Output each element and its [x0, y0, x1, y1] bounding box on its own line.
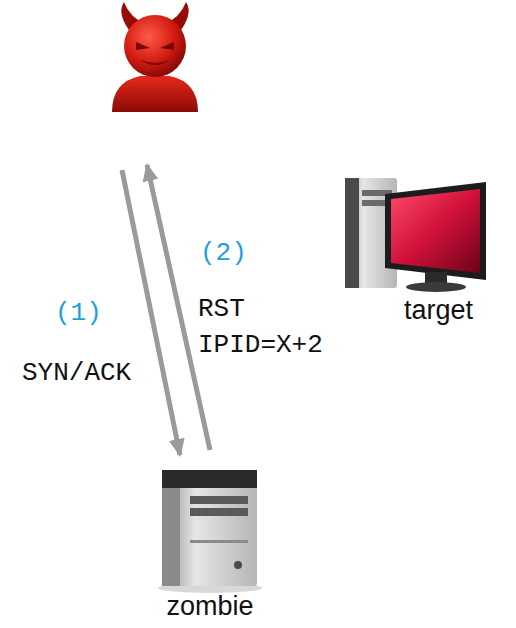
callout-number: (2)	[200, 236, 247, 272]
message-label: RST IPID=X+2	[196, 292, 334, 364]
zombie-computer-icon	[158, 470, 262, 593]
message-arrow	[122, 170, 180, 455]
node-label: target	[404, 294, 473, 326]
zombie-node: zombie	[140, 462, 280, 624]
attacker-icon	[112, 2, 198, 112]
target-node: target	[340, 170, 500, 335]
callout-number: (1)	[55, 296, 102, 332]
target-computer-icon	[345, 178, 486, 292]
attacker-node	[112, 0, 202, 115]
message-label: SYN/ACK	[20, 356, 133, 392]
node-label: zombie	[166, 590, 253, 622]
